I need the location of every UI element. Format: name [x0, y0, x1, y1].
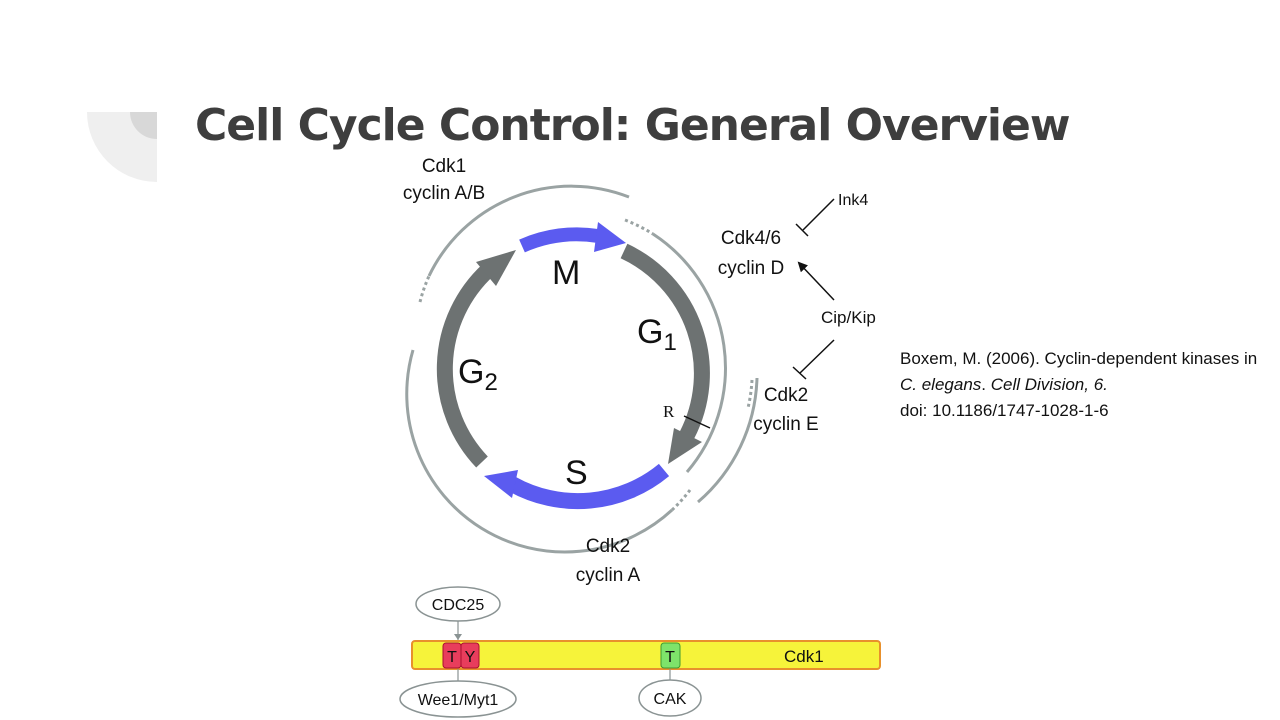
phase-arrowhead-g2 [476, 250, 516, 286]
ring-cdk2a-dashed-end [670, 489, 692, 512]
citation-separator: . [981, 375, 991, 394]
complex-cdk2e-line2: cyclin E [753, 414, 818, 435]
ink4-inhibition-bar [795, 223, 809, 237]
cipkip-inhibition-line [799, 339, 835, 374]
citation-doi: doi: 10.1186/1747-1028-1-6 [900, 401, 1109, 420]
inhibitor-cipkip-label: Cip/Kip [821, 308, 876, 327]
site-y-inhibitory-label: Y [465, 649, 476, 666]
complex-cdk1-line2: cyclin A/B [403, 183, 485, 204]
phase-arc-g2 [436, 264, 494, 468]
phase-label-g2: G2 [458, 353, 498, 396]
phase-arc-g1 [620, 243, 710, 439]
restriction-point-label: R [663, 402, 675, 421]
phase-arc-m [519, 227, 600, 253]
phase-label-m: M [552, 254, 580, 292]
citation-species: C. elegans [900, 375, 982, 394]
phase-label-g1: G1 [637, 313, 677, 356]
cdk1-protein-bar [411, 640, 881, 670]
complex-cdk1-line1: Cdk1 [422, 156, 466, 177]
wee1-myt1-label: Wee1/Myt1 [418, 692, 499, 709]
cipkip-inhibition-bar [792, 366, 807, 380]
site-t-inhibitory-label: T [447, 649, 457, 666]
restriction-point-mark [683, 415, 711, 429]
ring-cdk46-dashed-top [624, 218, 654, 236]
site-t-activating [660, 642, 681, 669]
cdc25-connector-arrowhead [454, 634, 462, 640]
inhibitor-ink4-label: Ink4 [838, 192, 868, 209]
complex-cdk2a-line2: cyclin A [576, 565, 641, 586]
complex-cdk46-line1: Cdk4/6 [721, 228, 781, 249]
cipkip-activation-arrow [797, 261, 835, 301]
site-y-inhibitory [460, 642, 480, 669]
citation-journal: Cell Division, 6. [990, 375, 1108, 394]
phase-arrowhead-m [594, 222, 626, 252]
ring-cdk2-cyclin-a [405, 349, 674, 554]
citation-text: Boxem, M. (2006). Cyclin-dependent kinas… [900, 349, 1258, 368]
ink4-inhibition-line [802, 198, 835, 231]
ring-cdk46-cyclin-d [652, 232, 727, 473]
ring-cdk2-cyclin-e [697, 377, 759, 504]
ring-cdk1-cyclin-ab [427, 184, 630, 277]
complex-cdk46-line2: cyclin D [718, 258, 785, 279]
corner-decoration [87, 112, 157, 182]
site-t-activating-label: T [665, 649, 675, 666]
ring-cdk2e-dashed-top [746, 379, 754, 409]
complex-cdk2e-line1: Cdk2 [764, 385, 808, 406]
cak-label: CAK [654, 691, 687, 708]
phase-label-s: S [565, 454, 588, 492]
ring-cdk1-dashed-left [418, 275, 431, 303]
phase-arrowhead-g1 [668, 428, 702, 464]
page-title: Cell Cycle Control: General Overview [195, 100, 1071, 151]
complex-cdk2a-line1: Cdk2 [586, 536, 630, 557]
phase-arrowhead-s [484, 470, 518, 498]
citation: Boxem, M. (2006). Cyclin-dependent kinas… [900, 346, 1260, 424]
cdk1-bar-label: Cdk1 [784, 647, 824, 666]
cdc25-label: CDC25 [432, 597, 485, 614]
phase-arc-s [508, 463, 670, 510]
